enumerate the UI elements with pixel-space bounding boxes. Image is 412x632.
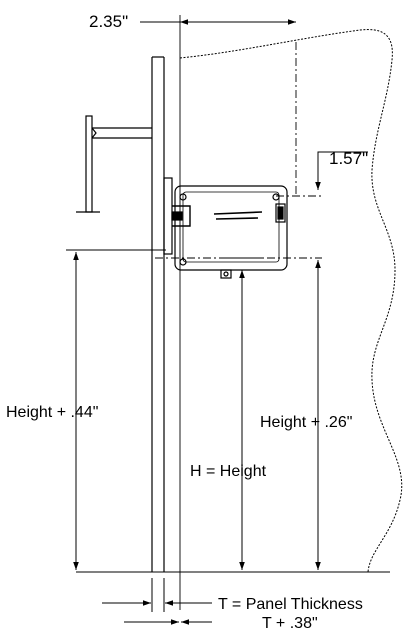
dim-height-mid-label: H = Height <box>190 463 267 480</box>
dim-height-left-label: Height + .44" <box>6 404 98 421</box>
panel <box>151 56 165 572</box>
cabinet-outline <box>179 29 403 573</box>
dim-panel-thickness <box>102 578 212 625</box>
dim-height-right-label: Height + .26" <box>260 414 352 431</box>
dim-panel-plus-label: T + .38" <box>262 615 318 632</box>
dim-right-offset <box>315 151 368 190</box>
lock-body <box>163 177 288 279</box>
dim-right-offset-label: 1.57" <box>329 149 368 168</box>
dim-top-width-label: 2.35" <box>89 12 128 31</box>
dim-panel-thickness-label: T = Panel Thickness <box>218 596 363 613</box>
door-handle <box>76 115 152 213</box>
extension-lines <box>66 15 262 610</box>
